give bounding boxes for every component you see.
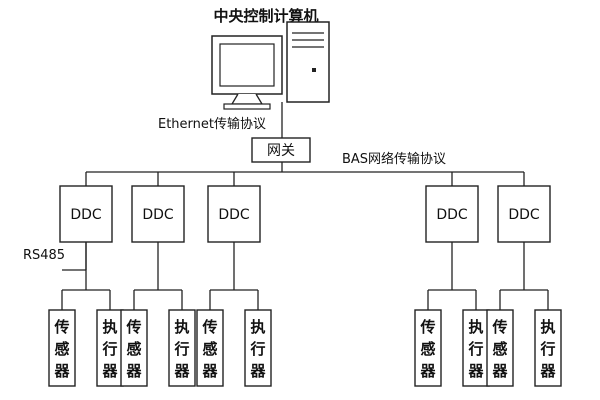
sensor-box-frame	[414, 309, 442, 387]
sensor-box-frame	[48, 309, 76, 387]
sensor-label-char: 器	[53, 362, 70, 380]
sensor-label-char: 感	[54, 340, 69, 358]
sensor-box: 传感器	[48, 309, 76, 387]
sensor-label-char: 器	[201, 362, 218, 380]
sensor-box: 传感器	[486, 309, 514, 387]
actuator-label-char: 器	[467, 362, 484, 380]
actuator-label-char: 行	[173, 340, 189, 358]
actuator-label-char: 器	[539, 362, 556, 380]
actuator-box-frame	[534, 309, 562, 387]
sensor-label-char: 传	[491, 318, 507, 336]
actuator-label-char: 执	[540, 318, 555, 336]
ddc-label: DDC	[70, 207, 102, 223]
actuator-label-char: 行	[249, 340, 265, 358]
actuator-label-char: 行	[467, 340, 483, 358]
sensor-label-char: 传	[53, 318, 69, 336]
rs485-label: RS485	[23, 248, 65, 263]
bas-protocol-label: BAS网络传输协议	[342, 151, 446, 167]
sensor-label-char: 传	[201, 318, 217, 336]
sensor-box-frame	[120, 309, 148, 387]
sensor-label-char: 器	[491, 362, 508, 380]
actuator-box: 执行器	[462, 309, 490, 387]
actuator-box-frame	[244, 309, 272, 387]
sensor-box-frame	[196, 309, 224, 387]
sensor-box-frame	[486, 309, 514, 387]
sensor-box: 传感器	[196, 309, 224, 387]
sensor-label-char: 传	[125, 318, 141, 336]
ddc-label: DDC	[142, 207, 174, 223]
sensor-label-char: 器	[419, 362, 436, 380]
tower-pc-icon	[286, 21, 330, 103]
actuator-label-char: 器	[249, 362, 266, 380]
actuator-box: 执行器	[534, 309, 562, 387]
sensor-label-char: 感	[420, 340, 435, 358]
actuator-label-char: 器	[101, 362, 118, 380]
actuator-label-char: 执	[250, 318, 265, 336]
actuator-box: 执行器	[96, 309, 124, 387]
monitor-icon	[211, 35, 283, 110]
actuator-label-char: 执	[468, 318, 483, 336]
actuator-label-char: 执	[174, 318, 189, 336]
actuator-box: 执行器	[168, 309, 196, 387]
gateway-box	[251, 137, 311, 163]
ddc-label: DDC	[218, 207, 250, 223]
actuator-label-char: 器	[173, 362, 190, 380]
actuator-label-char: 执	[102, 318, 117, 336]
ddc-box	[131, 185, 185, 243]
actuator-box: 执行器	[244, 309, 272, 387]
central-computer-title: 中央控制计算机	[213, 7, 318, 25]
sensor-label-char: 感	[492, 340, 507, 358]
actuator-label-char: 行	[539, 340, 555, 358]
ddc-label: DDC	[436, 207, 468, 223]
actuator-box-frame	[168, 309, 196, 387]
ddc-label: DDC	[508, 207, 540, 223]
sensor-box: 传感器	[120, 309, 148, 387]
ddc-box	[425, 185, 479, 243]
actuator-label-char: 行	[101, 340, 117, 358]
sensor-label-char: 传	[419, 318, 435, 336]
gateway-label: 网关	[267, 143, 295, 159]
sensor-label-char: 感	[126, 340, 141, 358]
ethernet-protocol-label: Ethernet传输协议	[158, 116, 266, 132]
sensor-box: 传感器	[414, 309, 442, 387]
sensor-label-char: 器	[125, 362, 142, 380]
controllers-layer: DDC传感器执行器DDC传感器执行器DDC传感器执行器DDC传感器执行器DDC传…	[48, 172, 562, 387]
sensor-label-char: 感	[202, 340, 217, 358]
